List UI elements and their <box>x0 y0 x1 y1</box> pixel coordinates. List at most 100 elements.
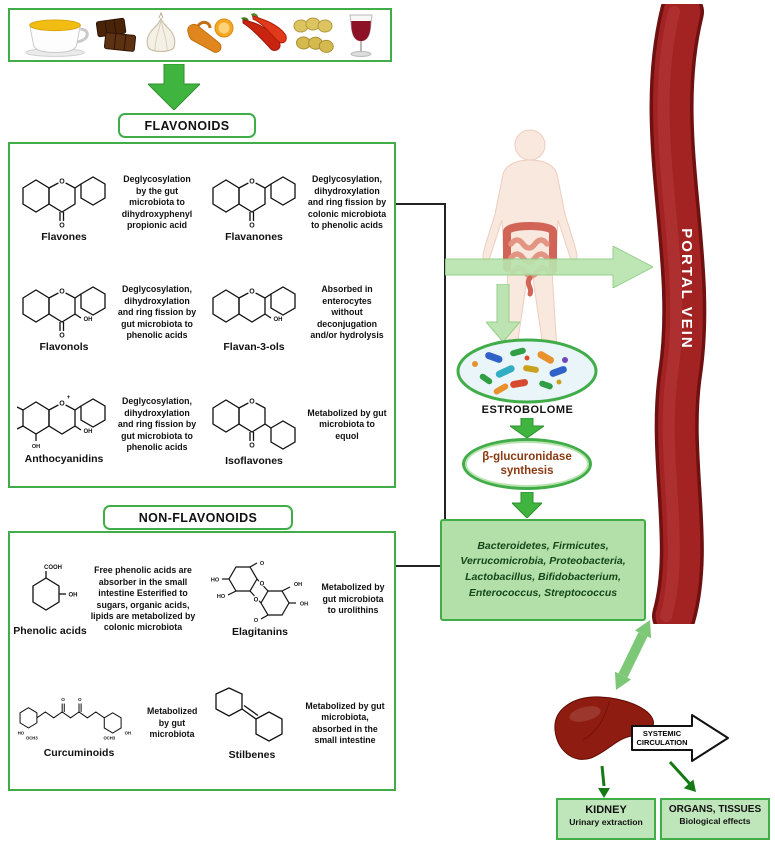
bacteria-icons <box>472 347 568 395</box>
flavonoids-title-label: FLAVONOIDS <box>144 118 230 133</box>
arrow-foods-to-flavonoids-icon <box>148 64 200 110</box>
flavonoids-box: O O Flavones Deglycosylation by the gut … <box>8 142 396 488</box>
svg-text:OH: OH <box>69 593 78 599</box>
flavan3ols-item: O OH Flavan-3-ols Absorbed in enterocyte… <box>202 258 392 368</box>
compound-name: Curcuminoids <box>43 747 115 759</box>
svg-text:HO: HO <box>211 578 220 584</box>
non-flavonoids-box: COOH OH Phenolic acids Free phenolic aci… <box>8 531 396 791</box>
chocolate-icon <box>95 17 136 52</box>
elagitanins-structure-icon: O O O O HO HO OH OH <box>211 561 308 624</box>
compound-description: Metabolized by gut microbiota, absorbed … <box>305 700 385 745</box>
systemic-circulation-arrow: SYSTEMIC CIRCULATION <box>631 714 729 762</box>
svg-text:HO: HO <box>18 731 25 736</box>
turmeric-icon <box>187 18 234 53</box>
elagitanins-item: O O O O HO HO OH OH Elagitanins Metaboli… <box>202 537 392 662</box>
portal-vein-label: PORTAL VEIN <box>678 228 695 349</box>
flavonoids-title: FLAVONOIDS <box>118 113 256 138</box>
svg-text:O: O <box>59 178 65 185</box>
compound-description: Deglycosylation by the gut microbiota to… <box>121 174 193 231</box>
kidney-title: KIDNEY <box>585 804 627 816</box>
curcuminoids-structure-icon: O O HO OCH3 OCH3 OH <box>18 697 131 741</box>
soybeans-icon <box>293 17 335 53</box>
compound-name: Stilbenes <box>228 749 276 761</box>
portal-vein-illustration: PORTAL VEIN <box>649 4 707 624</box>
bacteria-list-box: Bacteroidetes, Firmicutes, Verrucomicrob… <box>440 519 646 621</box>
svg-text:O: O <box>249 442 255 449</box>
svg-text:O: O <box>59 222 65 229</box>
svg-text:O: O <box>249 222 255 229</box>
green-tea-icon <box>25 19 89 57</box>
svg-text:OH: OH <box>294 582 302 588</box>
chili-peppers-icon <box>240 13 287 51</box>
organs-title: ORGANS, TISSUES <box>668 804 762 815</box>
stilbenes-item: Stilbenes Metabolized by gut microbiota,… <box>202 662 392 785</box>
svg-text:OH: OH <box>83 317 92 323</box>
compound-name: Flavones <box>41 230 87 243</box>
bracket-vertical-line <box>444 203 446 567</box>
arrow-enzyme-to-bacteria-icon <box>512 492 542 518</box>
svg-text:OH: OH <box>300 602 308 608</box>
compound-name: Flavanones <box>225 230 283 243</box>
svg-text:O: O <box>249 398 255 405</box>
isoflavones-item: O O Isoflavones Metabolized by gut micro… <box>202 368 392 482</box>
organs-subtitle: Biological effects <box>679 816 751 826</box>
bracket-bottom-line <box>396 565 446 567</box>
enzyme-label-line2: synthesis <box>500 465 554 477</box>
svg-text:HO: HO <box>217 594 226 600</box>
estrobolome-label: ESTROBOLOME <box>481 404 574 416</box>
liver-icon <box>554 696 654 760</box>
kidney-box: KIDNEY Urinary extraction <box>556 798 656 840</box>
svg-text:O: O <box>254 598 259 604</box>
food-icons-row <box>10 10 390 60</box>
non-flavonoids-title-label: NON-FLAVONOIDS <box>138 510 258 525</box>
human-body-illustration <box>482 129 578 357</box>
bracket-top-line <box>396 203 446 205</box>
phenolic-acids-item: COOH OH Phenolic acids Free phenolic aci… <box>12 537 202 662</box>
compound-description: Metabolized by gut microbiota <box>147 706 198 740</box>
svg-text:O: O <box>254 618 259 624</box>
bacteria-list-text: Bacteroidetes, Firmicutes, Verrucomicrob… <box>460 539 626 599</box>
stilbenes-structure-icon <box>215 687 283 742</box>
compound-name: Phenolic acids <box>13 625 87 637</box>
enzyme-label-line1: β-glucuronidase <box>482 450 572 463</box>
svg-text:O: O <box>59 332 65 339</box>
arrow-estrobolome-to-enzyme-icon <box>510 418 544 438</box>
flavonols-item: O O OH Flavonols Deglycosylation, dihydr… <box>12 258 202 368</box>
estrobolome-illustration <box>456 338 598 404</box>
compound-description: Deglycosylation, dihydroxylation and rin… <box>117 396 197 453</box>
arrows-to-outcomes-icon <box>598 760 696 798</box>
svg-text:OH: OH <box>125 731 131 736</box>
beta-glucuronidase-oval: β-glucuronidase synthesis <box>462 438 592 490</box>
anthocyanidins-structure-icon: O + OH OH <box>16 395 106 450</box>
flavanones-structure-icon: O O <box>211 175 296 229</box>
svg-text:OH: OH <box>273 317 282 323</box>
svg-text:+: + <box>66 395 70 401</box>
flavones-structure-icon: O O <box>21 175 106 229</box>
flavonols-structure-icon: O O OH <box>21 285 106 339</box>
flavanones-item: O O Flavanones Deglycosylation, dihydrox… <box>202 148 392 258</box>
svg-text:O: O <box>249 178 255 185</box>
svg-text:OCH3: OCH3 <box>103 736 115 741</box>
compound-description: Metabolized by gut microbiota to equol <box>307 407 387 441</box>
food-sources-box <box>8 8 392 62</box>
svg-text:O: O <box>59 288 65 295</box>
arrow-gut-to-estrobolome-icon <box>486 284 520 342</box>
compound-name: Elagitanins <box>231 626 288 638</box>
compound-description: Absorbed in enterocytes without deconjug… <box>310 284 384 341</box>
systemic-circulation-line1: SYSTEMIC <box>643 729 682 738</box>
compound-name: Anthocyanidins <box>24 452 104 465</box>
compound-name: Isoflavones <box>225 454 283 467</box>
compound-name: Flavan-3-ols <box>223 340 285 353</box>
isoflavones-structure-icon: O O <box>211 396 296 450</box>
organs-tissues-box: ORGANS, TISSUES Biological effects <box>660 798 770 840</box>
flavan-3-ols-structure-icon: O OH <box>211 285 296 323</box>
arrow-vein-liver-icon <box>614 620 652 690</box>
flavones-item: O O Flavones Deglycosylation by the gut … <box>12 148 202 258</box>
svg-text:O: O <box>260 561 265 567</box>
non-flavonoids-title: NON-FLAVONOIDS <box>103 505 293 530</box>
phenolic-acids-structure-icon: COOH OH <box>32 565 78 611</box>
compound-name: Flavonols <box>39 340 89 353</box>
svg-text:COOH: COOH <box>44 565 62 571</box>
systemic-circulation-line2: CIRCULATION <box>636 738 687 747</box>
